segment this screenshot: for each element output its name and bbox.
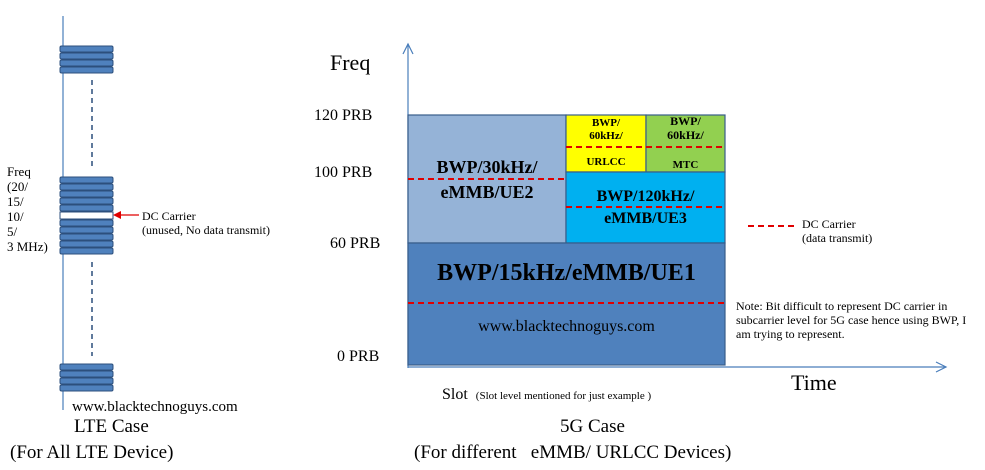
nr-website: www.blacktechnoguys.com	[478, 318, 655, 335]
lte-caption-title: LTE Case	[74, 416, 149, 437]
lte-prb-stack-middle-lower	[59, 219, 114, 255]
bwp-mtc-line2: 60kHz/	[667, 128, 704, 142]
bwp-urllc-line2: 60kHz/	[589, 130, 623, 142]
bwp-60khz-mtc-label: BWP/ 60kHz/ MTC	[646, 114, 725, 172]
dc-carrier-legend: DC Carrier (data transmit)	[802, 217, 872, 245]
bwp-mtc-line3: MTC	[672, 159, 699, 171]
lte-prb-stack-bottom	[59, 363, 114, 392]
slot-label: Slot	[442, 386, 468, 403]
prb-label-60: 60 PRB	[330, 235, 381, 252]
lte-bandwidth-3: 10/	[7, 209, 24, 224]
lte-dc-carrier-title: DC Carrier	[142, 209, 196, 223]
lte-prb-stack-middle-upper	[59, 176, 114, 212]
prb-label-100: 100 PRB	[314, 164, 373, 181]
lte-dc-carrier-label: DC Carrier (unused, No data transmit)	[142, 209, 270, 237]
bwp-15khz-label: BWP/15kHz/eMMB/UE1	[437, 260, 696, 286]
bwp-120khz-line1: BWP/120kHz/	[596, 188, 695, 205]
bwp-120khz-line2: eMMB/UE3	[604, 210, 687, 227]
lte-website: www.blacktechnoguys.com	[72, 399, 238, 415]
bwp-30khz-line2: eMMB/UE2	[440, 182, 534, 202]
bwp-urllc-line1: BWP/	[591, 117, 621, 129]
nr-freq-label: Freq	[330, 50, 371, 75]
lte-dc-carrier-desc: (unused, No data transmit)	[142, 223, 270, 237]
bwp-60khz-urllc-block	[565, 114, 647, 173]
dc-carrier-legend-title: DC Carrier	[802, 217, 856, 231]
lte-bandwidth-5: 3 MHz)	[7, 239, 48, 254]
dc-carrier-lines	[408, 146, 725, 304]
slot-label-block: Slot (Slot level mentioned for just exam…	[442, 386, 651, 404]
prb-label-0: 0 PRB	[337, 348, 380, 365]
lte-spectrum-graphic	[59, 16, 139, 410]
lte-bandwidth-4: 5/	[7, 224, 18, 239]
dc-carrier-note: Note: Bit difficult to represent DC carr…	[736, 299, 967, 341]
bwp-30khz-label: BWP/30kHz/ eMMB/UE2	[408, 155, 566, 205]
nr-bwp-graphic	[402, 42, 948, 373]
lte-prb-stack-top	[59, 45, 114, 74]
nr-time-label: Time	[791, 370, 837, 395]
slot-desc: (Slot level mentioned for just example )	[475, 390, 652, 402]
bwp-120khz-label: BWP/120kHz/ eMMB/UE3	[566, 186, 725, 230]
dc-carrier-legend-desc: (data transmit)	[802, 231, 873, 245]
lte-bandwidth-2: 15/	[7, 194, 24, 209]
lte-caption-subtitle: (For All LTE Device)	[10, 442, 174, 463]
bwp-60khz-urllc-label: BWP/ 60kHz/ URLCC	[566, 117, 646, 169]
bwp-30khz-line1: BWP/30kHz/	[436, 157, 538, 177]
lte-bandwidth-1: (20/	[7, 179, 28, 194]
nr-caption-title: 5G Case	[560, 416, 625, 437]
lte-dc-carrier-slot	[59, 211, 114, 220]
prb-label-120: 120 PRB	[314, 107, 373, 124]
nr-caption-subtitle: (For different eMMB/ URLCC Devices)	[414, 442, 732, 463]
bwp-mtc-line1: BWP/	[670, 114, 701, 128]
lte-freq-label-block: Freq (20/ 15/ 10/ 5/ 3 MHz)	[7, 164, 48, 254]
lte-freq-label: Freq	[7, 164, 31, 179]
bwp-60khz-mtc-block	[645, 114, 726, 173]
bwp-urllc-line3: URLCC	[586, 156, 626, 168]
